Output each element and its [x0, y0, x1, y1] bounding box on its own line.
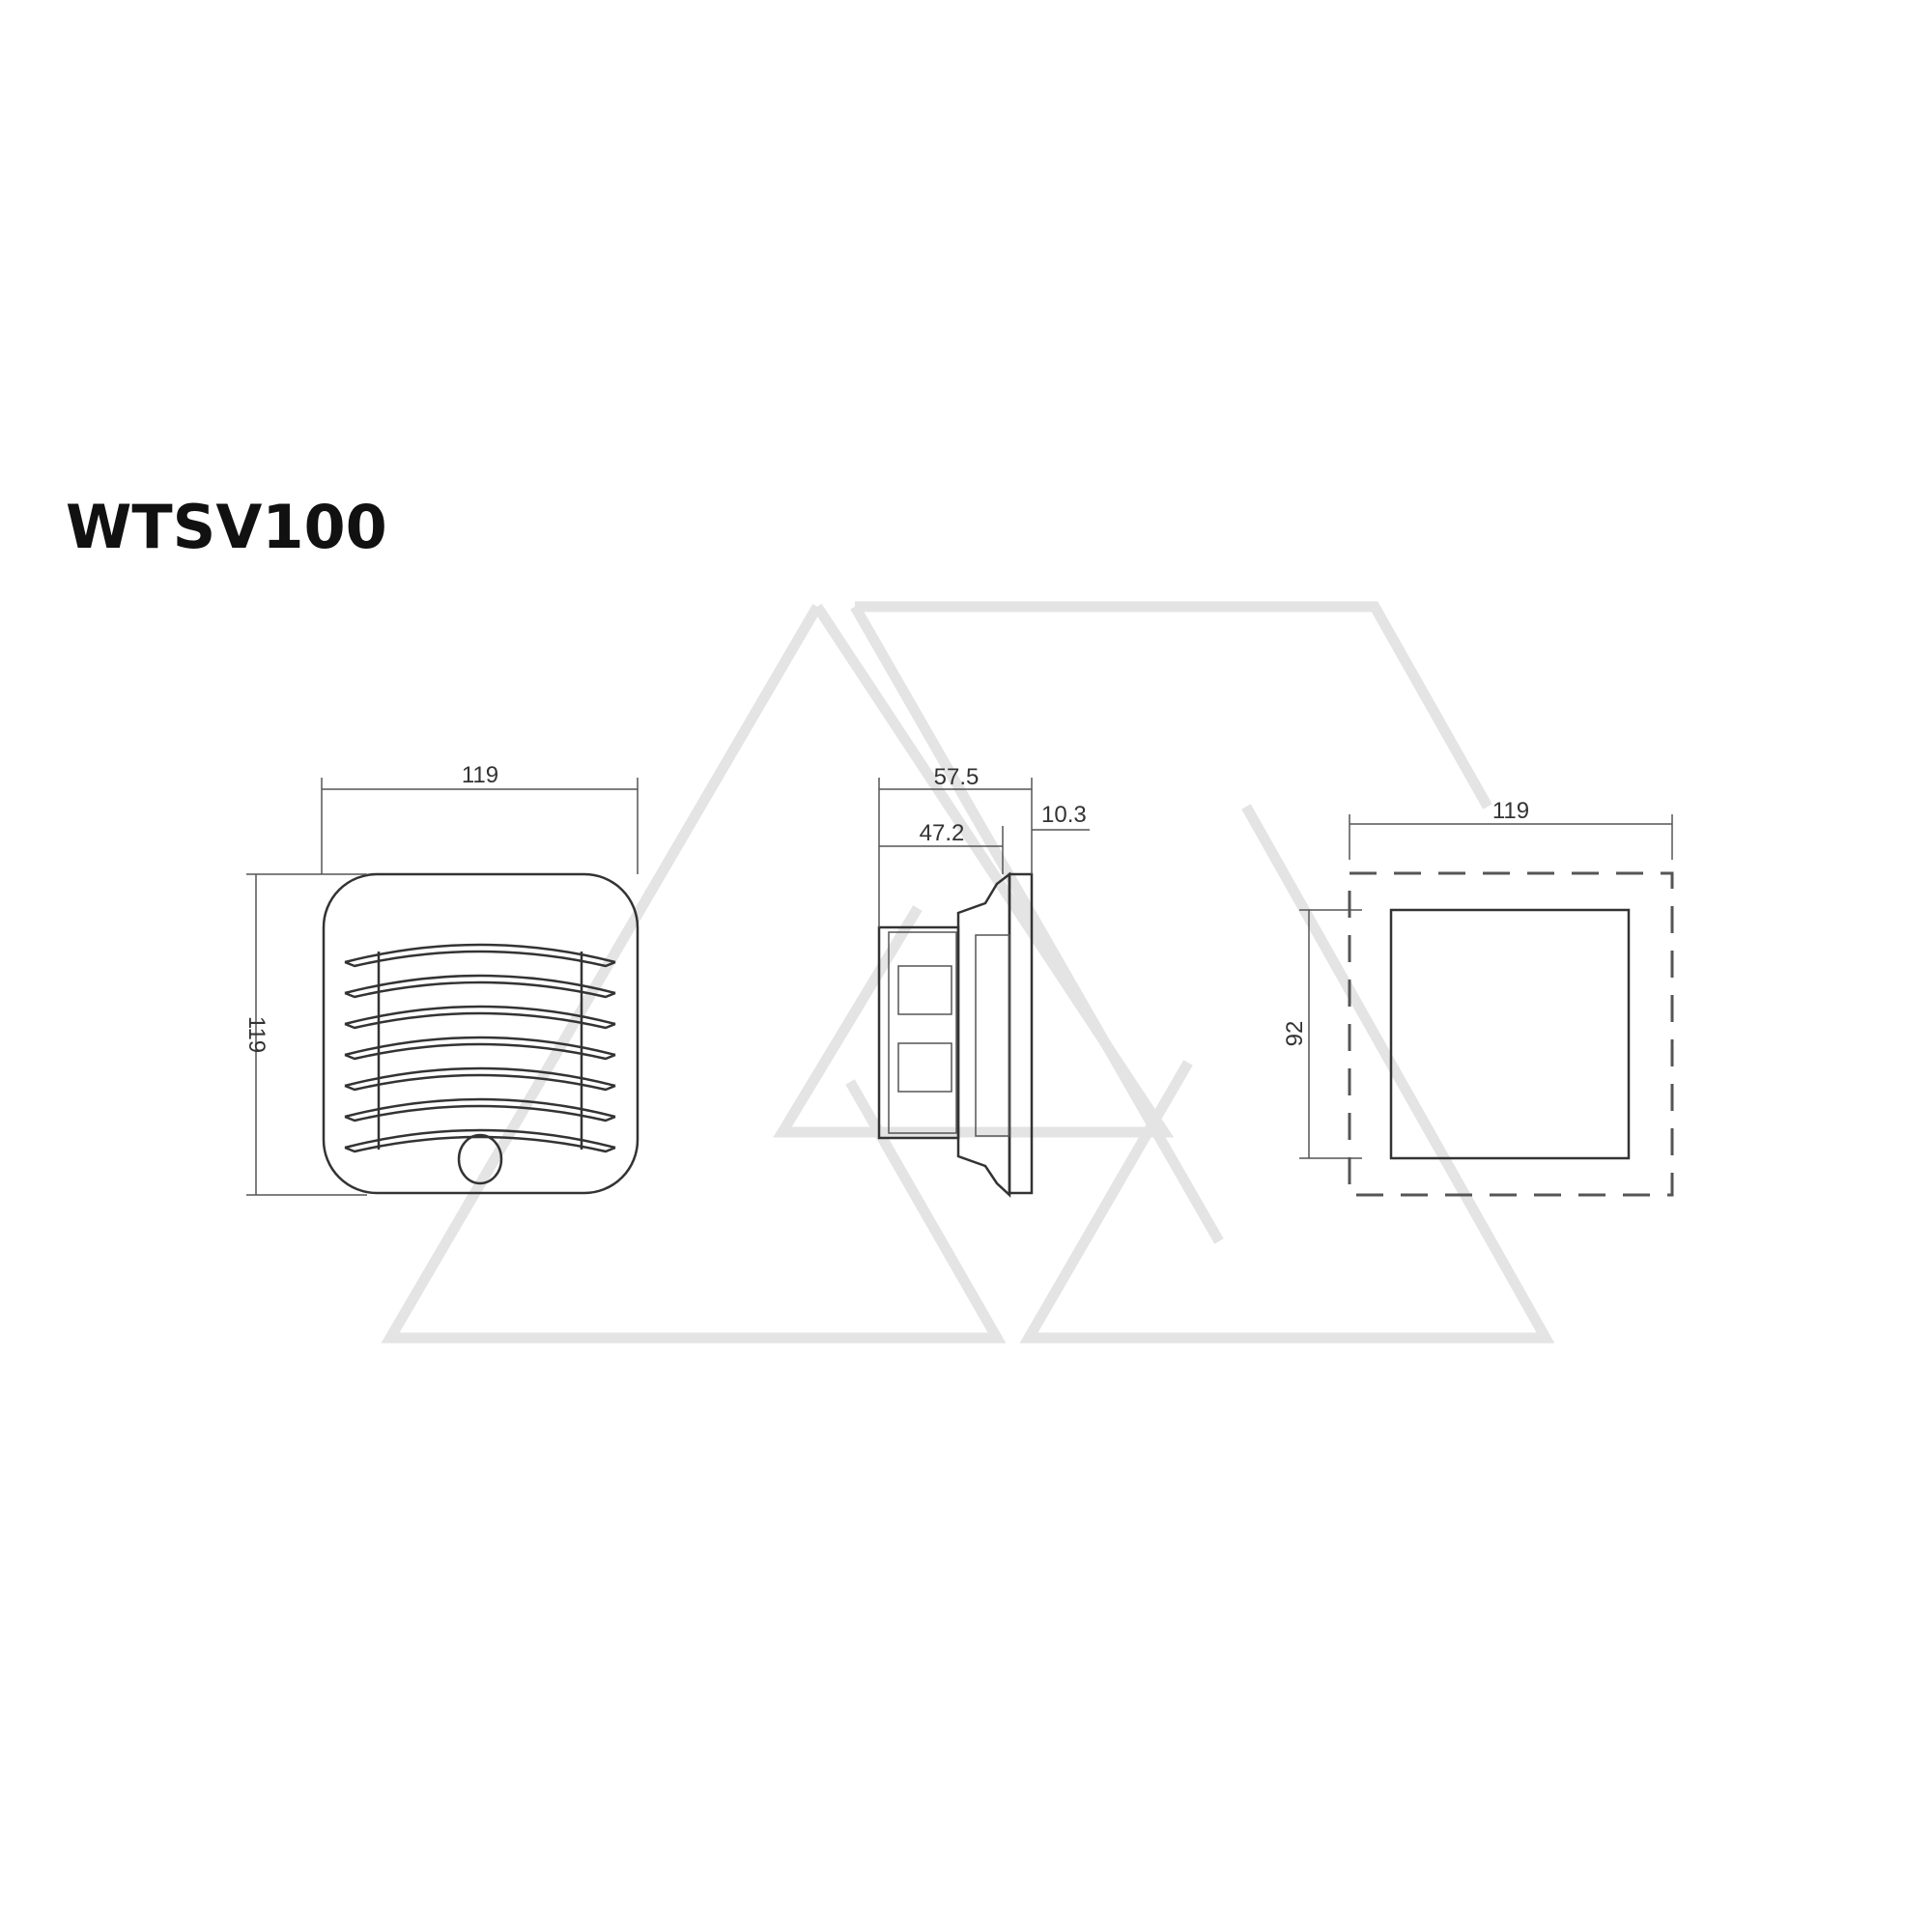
front-height-dimension: 119	[243, 1016, 270, 1053]
cutout-view: 119 92	[1282, 798, 1674, 1197]
flange-dimension: 10.3	[1041, 802, 1087, 828]
cutout-height-dimension: 92	[1282, 1021, 1308, 1047]
side-view: 57.5 47.2 10.3	[877, 764, 1090, 1198]
louver-slat	[344, 1128, 616, 1153]
indicator-lens	[457, 1133, 503, 1185]
front-view: 119 119	[243, 762, 639, 1196]
louver-slat	[344, 1097, 616, 1122]
overall-depth-dimension: 57.5	[934, 764, 980, 790]
front-width-dimension: 119	[462, 762, 498, 788]
watermark-logo	[381, 601, 1555, 1344]
louver-slat	[344, 1066, 616, 1092]
louver-slat	[344, 974, 616, 999]
cutout-width-dimension: 119	[1492, 798, 1529, 824]
louver-slat	[344, 1036, 616, 1061]
model-title: WTSV100	[66, 492, 387, 562]
louver-slat	[344, 943, 616, 968]
body-depth-dimension: 47.2	[920, 820, 965, 846]
